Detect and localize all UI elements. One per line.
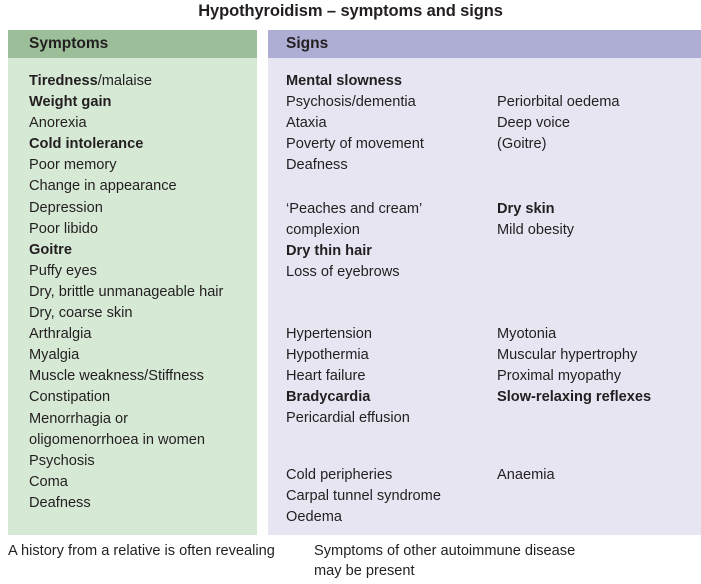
symptoms-header: Symptoms [8, 30, 257, 58]
symptom-item: Constipation [29, 389, 111, 406]
sign-item: Hypertension [286, 326, 372, 342]
signs-subcolumn-right: Anaemia [497, 465, 555, 486]
sign-item: Loss of eyebrows [286, 264, 400, 281]
symptom-item: Arthralgia [29, 326, 92, 343]
signs-footnote-line: may be present [314, 563, 415, 579]
symptom-item: Menorrhagia or [29, 410, 128, 427]
symptom-item: Dry, coarse skin [29, 305, 133, 322]
symptom-item: Deafness [29, 494, 91, 511]
symptom-item: Puffy eyes [29, 262, 97, 279]
sign-item: Poverty of movement [286, 136, 424, 153]
sign-item: Anaemia [497, 467, 555, 483]
entry-emphasis: Tiredness [29, 73, 98, 89]
sign-item: Cold peripheries [286, 467, 393, 483]
symptom-item: Psychosis [29, 452, 95, 469]
symptom-item: Goitre [29, 241, 72, 258]
sign-item: Periorbital oedema [497, 94, 620, 111]
sign-item: complexion [286, 222, 360, 239]
symptom-item: Anorexia [29, 115, 87, 132]
sign-item: Mental slowness [286, 73, 402, 89]
sign-item: (Goitre) [497, 136, 547, 153]
sign-item: Muscular hypertrophy [497, 347, 638, 364]
symptom-item: Poor libido [29, 220, 98, 237]
symptoms-footnote: A history from a relative is often revea… [8, 541, 308, 561]
sign-item: Mild obesity [497, 222, 575, 239]
sign-item: Deep voice [497, 115, 571, 132]
sign-item: ‘Peaches and cream’ [286, 201, 423, 217]
sign-item: Myotonia [497, 326, 557, 342]
symptom-item: Poor memory [29, 157, 117, 174]
symptom-item: Coma [29, 473, 68, 490]
figure-title: Hypothyroidism – symptoms and signs [198, 2, 503, 20]
sign-item: Bradycardia [286, 389, 371, 406]
symptom-item: Muscle weakness/Stiffness [29, 368, 204, 385]
symptom-item: oligomenorrhoea in women [29, 431, 206, 448]
sign-item: Deafness [286, 157, 348, 174]
sign-item: Oedema [286, 509, 342, 526]
sign-item: Pericardial effusion [286, 410, 410, 427]
symptom-item: Cold intolerance [29, 136, 144, 153]
symptom-item: Dry, brittle unmanageable hair [29, 283, 224, 300]
symptom-item: Myalgia [29, 347, 80, 364]
sign-item: Dry skin [497, 201, 555, 217]
symptom-item: Weight gain [29, 94, 112, 111]
sign-item: Carpal tunnel syndrome [286, 488, 441, 505]
sign-item: Proximal myopathy [497, 368, 622, 385]
sign-item: Heart failure [286, 368, 366, 385]
signs-header: Signs [268, 30, 701, 58]
sign-item: Psychosis/dementia [286, 94, 416, 111]
sign-item: Dry thin hair [286, 243, 372, 260]
symptom-item: Depression [29, 199, 103, 216]
symptom-item: Change in appearance [29, 178, 177, 195]
signs-footnote: Symptoms of other autoimmune disease may … [314, 541, 694, 581]
symptom-item: Tiredness/malaise [29, 73, 153, 89]
signs-footnote-line: Symptoms of other autoimmune disease [314, 543, 576, 559]
symptoms-footnote-text: A history from a relative is often revea… [8, 543, 275, 559]
sign-item: Ataxia [286, 115, 327, 132]
sign-item: Hypothermia [286, 347, 369, 364]
sign-item: Slow-relaxing reflexes [497, 389, 652, 406]
